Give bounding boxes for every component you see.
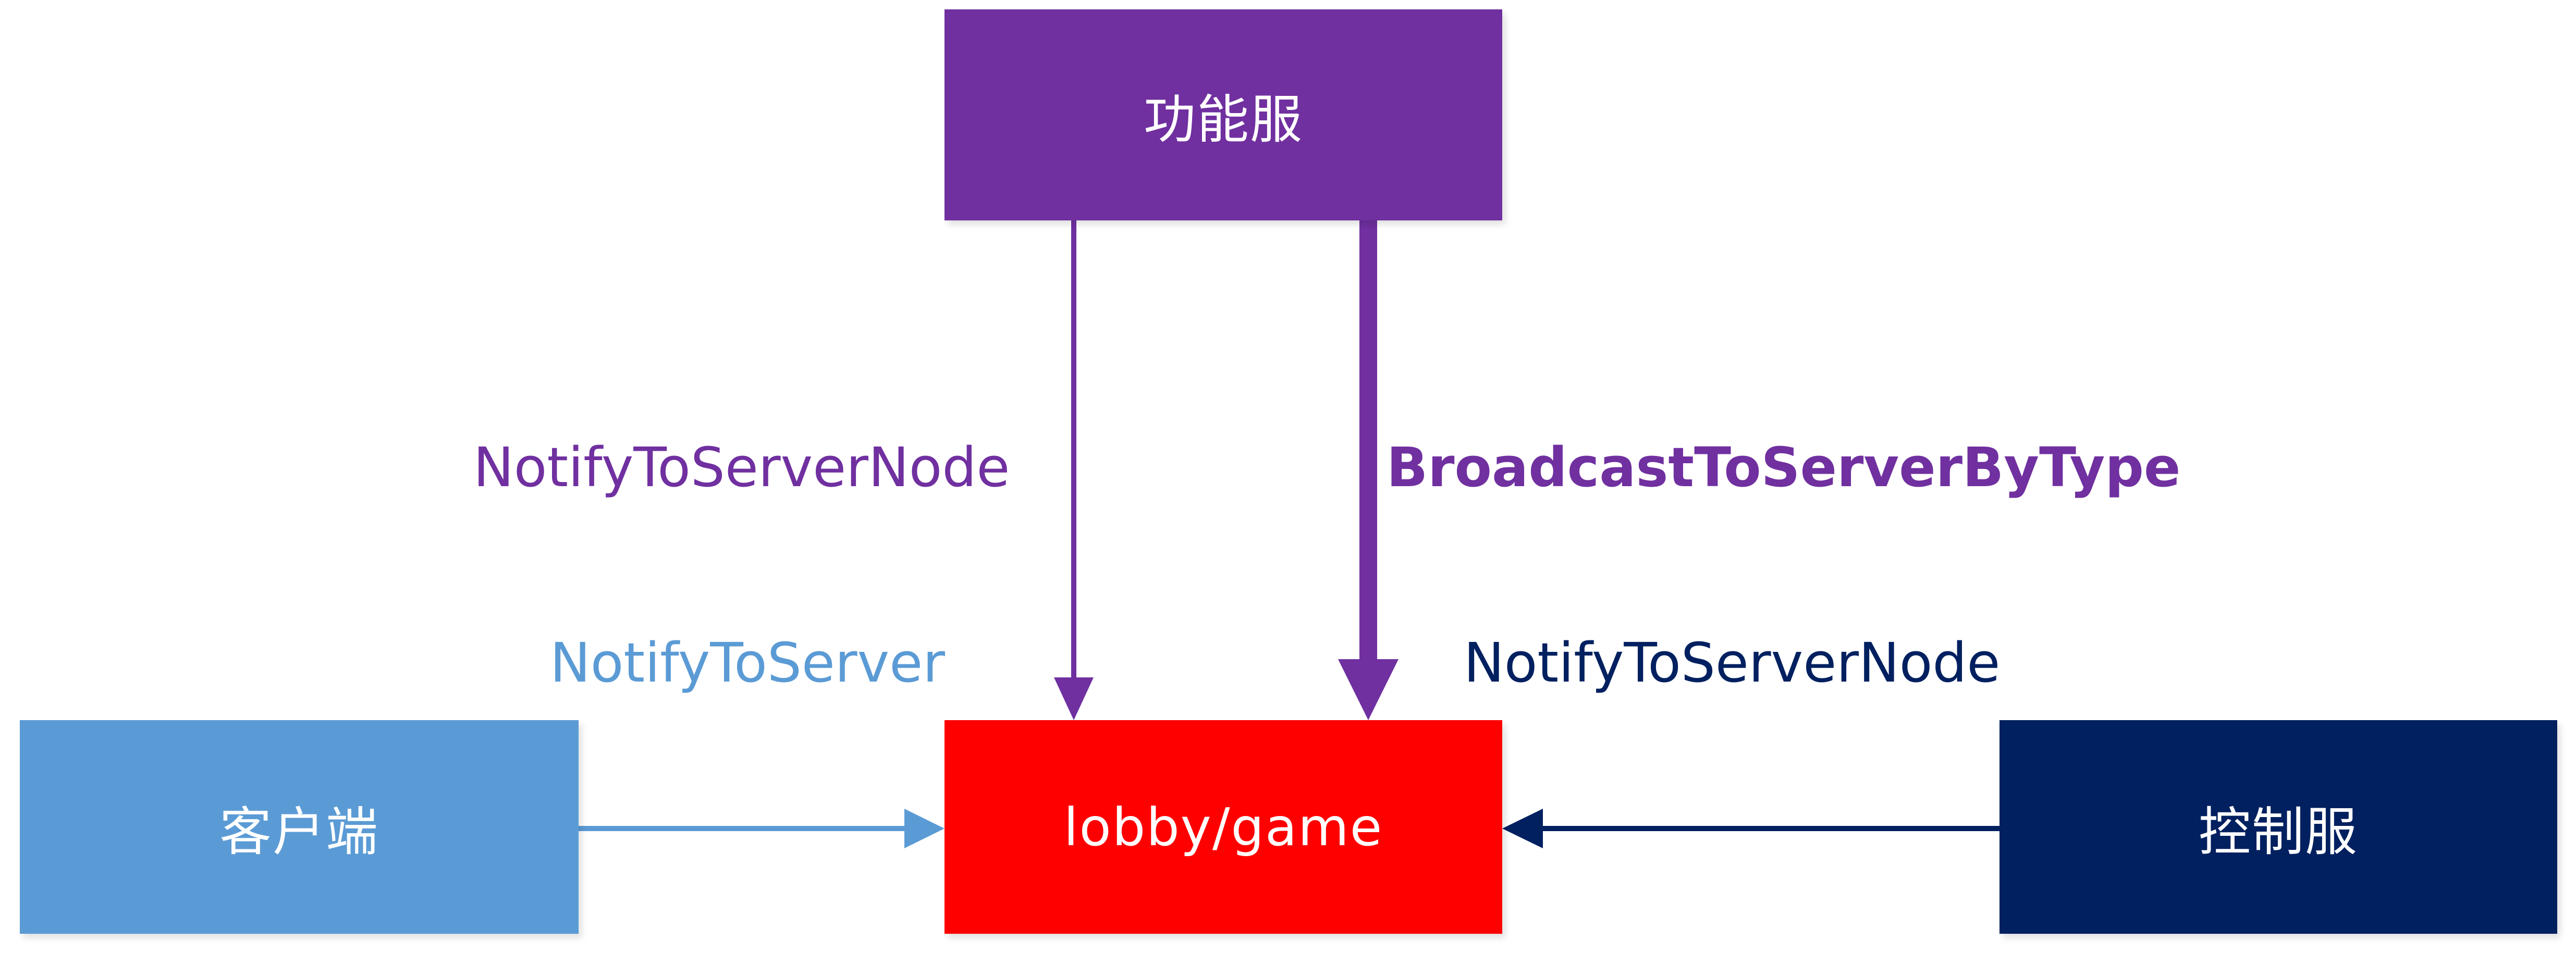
function-server-node: 功能服 — [944, 9, 1502, 220]
edge-label-function-notify: NotifyToServerNode — [473, 436, 1010, 499]
arrow-client-to-lobby — [579, 809, 944, 848]
function-server-label: 功能服 — [1144, 89, 1303, 150]
lobby-game-node: lobby/game — [944, 720, 1502, 934]
control-server-node: 控制服 — [2000, 720, 2557, 934]
lobby-game-label: lobby/game — [1063, 796, 1383, 858]
edge-label-client-notify: NotifyToServer — [550, 631, 945, 695]
control-server-label: 控制服 — [2199, 801, 2358, 862]
edge-label-function-broadcast: BroadcastToServerByType — [1387, 436, 2181, 499]
arrow-function-to-lobby-notify — [1054, 220, 1094, 720]
client-label: 客户端 — [219, 801, 379, 862]
edge-label-control-notify: NotifyToServerNode — [1464, 631, 2001, 695]
client-node: 客户端 — [20, 720, 579, 934]
arrow-function-to-lobby-broadcast — [1338, 220, 1399, 720]
arrow-control-to-lobby — [1502, 809, 2000, 848]
